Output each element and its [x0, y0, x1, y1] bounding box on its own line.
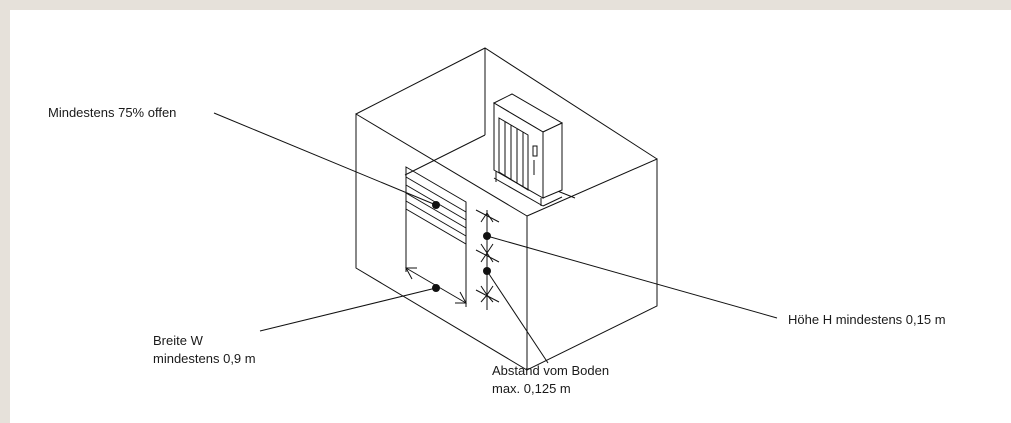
diagram-panel — [10, 10, 1011, 423]
enclosure-right-wall — [526, 158, 658, 371]
label-width-line1: Breite W — [153, 333, 204, 348]
label-width-line2: mindestens 0,9 m — [153, 351, 256, 366]
label-gap-line2: max. 0,125 m — [492, 381, 571, 396]
label-height-min: Höhe H mindestens 0,15 m — [788, 312, 946, 327]
leader-gap — [483, 267, 549, 364]
outdoor-unit-icon — [492, 93, 564, 207]
leader-width — [259, 284, 440, 332]
floor-left-line — [404, 134, 486, 176]
leader-open — [213, 112, 440, 209]
label-open-min: Mindestens 75% offen — [48, 105, 176, 120]
label-gap-line1: Abstand vom Boden — [492, 363, 609, 378]
width-dimension — [405, 209, 467, 307]
leader-height — [483, 232, 778, 319]
height-dimension — [475, 209, 500, 310]
